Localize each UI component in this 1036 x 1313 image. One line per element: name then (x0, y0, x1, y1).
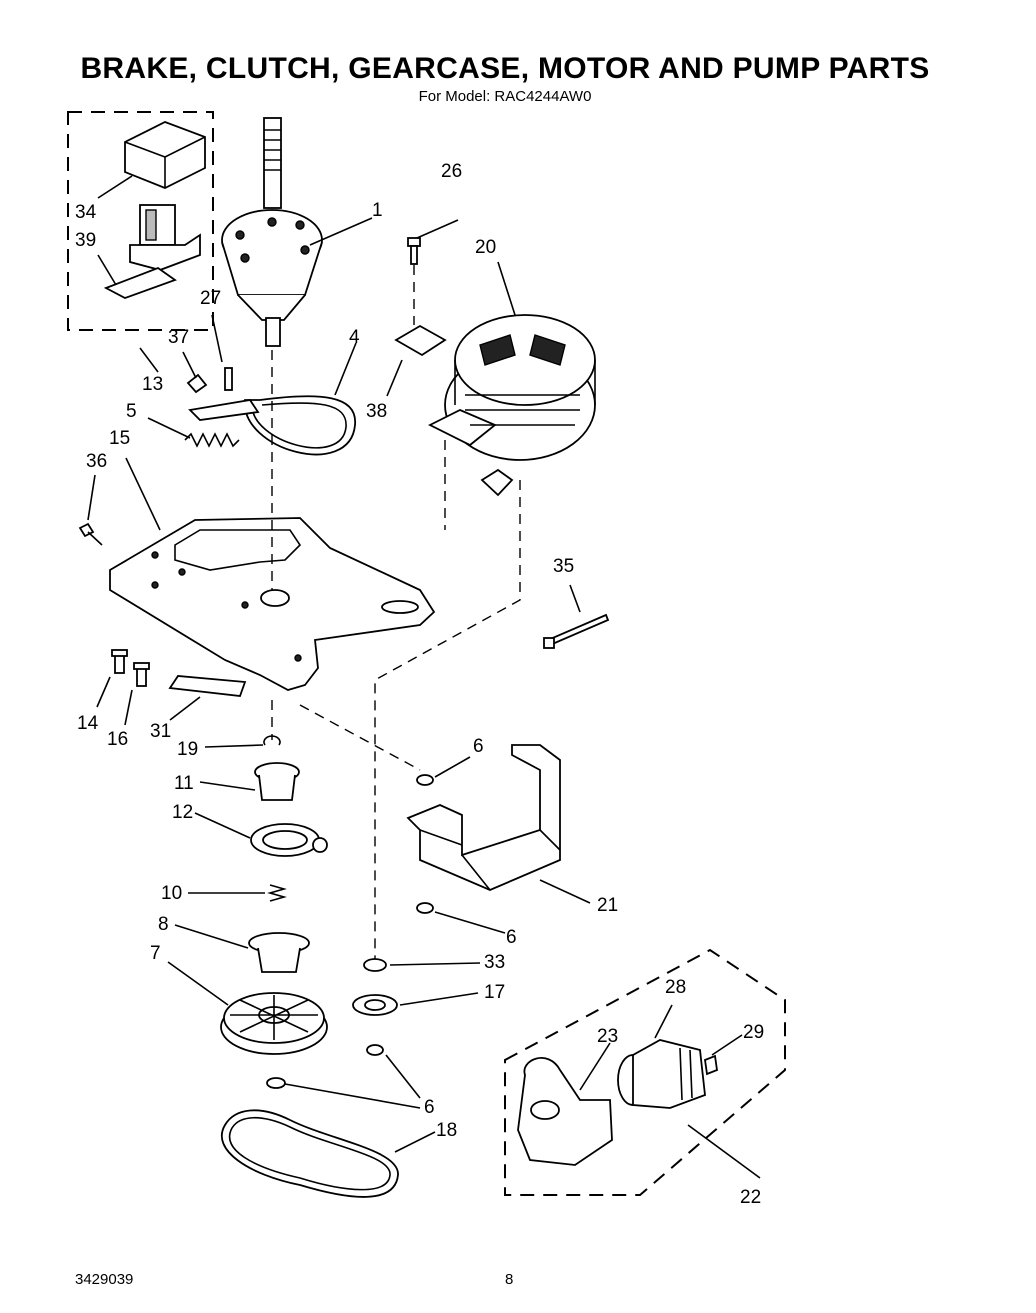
part-6-washer-upper[interactable] (416, 774, 434, 786)
callout-16: 16 (107, 729, 128, 750)
group-box-22 (504, 948, 786, 1196)
callout-8: 8 (158, 914, 169, 935)
part-8-collar[interactable] (248, 932, 310, 973)
callout-33: 33 (484, 952, 505, 973)
callout-7: 7 (150, 943, 161, 964)
callout-14: 14 (77, 713, 99, 734)
callout-1: 1 (372, 200, 383, 221)
callout-28: 28 (665, 977, 686, 998)
part-23-pump-body[interactable] (517, 1057, 613, 1166)
callout-38: 38 (366, 401, 387, 422)
part-29-terminal[interactable] (704, 1054, 718, 1076)
callout-27: 27 (200, 288, 221, 309)
callout-17: 17 (484, 982, 505, 1003)
callout-23: 23 (597, 1026, 618, 1047)
part-5-spring[interactable] (184, 432, 240, 448)
callout-19: 19 (177, 739, 198, 760)
document-number: 3429039 (75, 1271, 134, 1288)
callout-18: 18 (436, 1120, 457, 1141)
part-33-washer[interactable] (363, 958, 387, 972)
part-39-switch[interactable] (103, 204, 201, 299)
callout-12: 12 (172, 802, 193, 823)
part-16-screw[interactable] (133, 662, 150, 687)
part-36-bolt[interactable] (78, 522, 103, 546)
model-subtitle: For Model: RAC4244AW0 (418, 88, 592, 105)
part-34-cover[interactable] (124, 121, 206, 189)
part-6-washer-seal[interactable] (366, 1044, 384, 1056)
part-27-pin[interactable] (224, 367, 233, 391)
callout-31: 31 (150, 721, 171, 742)
callout-29: 29 (743, 1022, 764, 1043)
part-17-seal[interactable] (352, 994, 398, 1016)
callout-10: 10 (161, 883, 182, 904)
part-31-strip[interactable] (168, 675, 247, 697)
callout-6-upper: 6 (473, 736, 484, 757)
callout-15: 15 (109, 428, 130, 449)
callout-11: 11 (174, 773, 194, 794)
part-6-washer-pulley[interactable] (266, 1077, 286, 1089)
callout-21: 21 (597, 895, 618, 916)
part-1-gearcase[interactable] (221, 117, 323, 347)
part-10-spring[interactable] (267, 884, 287, 902)
part-6-washer-lower[interactable] (416, 902, 434, 914)
part-37-clip[interactable] (186, 373, 208, 394)
callout-36: 36 (86, 451, 107, 472)
part-15-base-plate[interactable] (109, 517, 436, 691)
part-38-bracket[interactable] (394, 324, 447, 357)
callout-35: 35 (553, 556, 574, 577)
part-14-screw[interactable] (111, 649, 128, 674)
part-20-motor[interactable] (427, 314, 596, 497)
part-19-clip[interactable] (263, 735, 281, 746)
callout-5: 5 (126, 401, 137, 422)
callout-20: 20 (475, 237, 496, 258)
page-title: BRAKE, CLUTCH, GEARCASE, MOTOR AND PUMP … (80, 52, 930, 85)
leader-lines (87, 175, 761, 1179)
part-7-pulley[interactable] (220, 992, 328, 1055)
part-26-screw[interactable] (407, 237, 421, 265)
part-11-bushing[interactable] (254, 762, 300, 801)
callout-6-lower: 6 (506, 927, 517, 948)
callout-37: 37 (168, 327, 189, 348)
part-35-tie[interactable] (543, 613, 610, 649)
callout-4: 4 (349, 327, 360, 348)
part-21-bracket[interactable] (406, 744, 561, 891)
callout-26: 26 (441, 161, 462, 182)
callout-6-pulley: 6 (424, 1097, 435, 1118)
callout-39: 39 (75, 230, 96, 251)
callout-13: 13 (142, 374, 163, 395)
group-box-13 (67, 111, 214, 331)
part-18-belt[interactable] (220, 1109, 399, 1198)
page-number: 8 (505, 1271, 514, 1288)
callout-34: 34 (75, 202, 97, 223)
part-12-bearing-ring[interactable] (250, 823, 328, 857)
part-28-pump-motor[interactable] (617, 1039, 706, 1109)
callout-22: 22 (740, 1187, 761, 1208)
